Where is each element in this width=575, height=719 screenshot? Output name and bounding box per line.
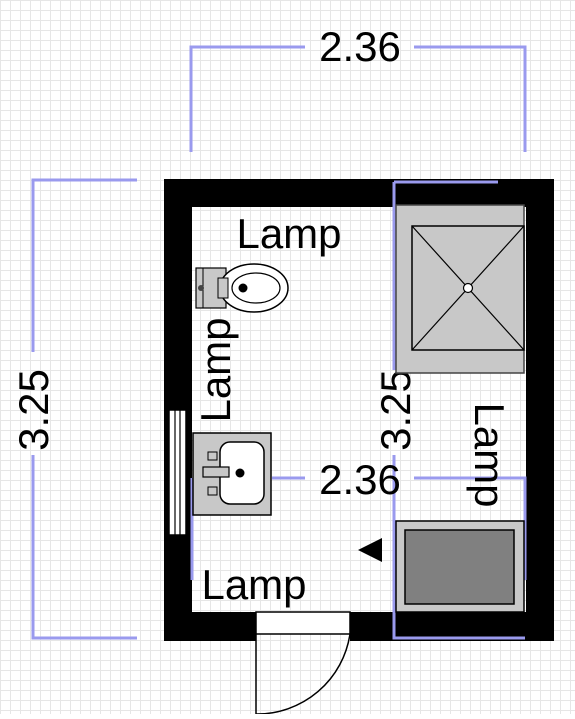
left-height-label: 3.25	[10, 369, 57, 451]
inner-horizontal-label: 2.36	[319, 456, 401, 503]
top-dimension: 2.36	[189, 23, 527, 152]
inner-dimensions: 3.25 2.36	[190, 180, 527, 640]
shower[interactable]	[395, 204, 525, 374]
lamp-label-right: Lamp	[466, 402, 513, 507]
shower-drain	[462, 282, 474, 294]
toilet-drain	[238, 283, 248, 293]
left-dimension: 3.25	[10, 178, 137, 640]
faucet	[202, 466, 230, 478]
sink-drain	[235, 468, 245, 478]
door[interactable]	[255, 611, 351, 715]
door-swing-arc	[255, 633, 351, 715]
top-width-label: 2.36	[319, 23, 401, 70]
sink[interactable]	[192, 432, 272, 516]
bottom-wall-left	[164, 612, 256, 641]
arrow-marker-icon	[358, 538, 382, 562]
toilet[interactable]	[195, 263, 289, 313]
window[interactable]	[168, 409, 187, 536]
top-wall	[164, 179, 554, 207]
inner-vertical-label: 3.25	[372, 369, 419, 451]
right-wall	[526, 179, 554, 641]
lamp-label-top: Lamp	[236, 210, 341, 257]
bottom-wall-right	[350, 612, 554, 641]
door-leaf	[255, 611, 351, 635]
lamp-label-bottom: Lamp	[201, 561, 306, 608]
lamp-label-left: Lamp	[192, 317, 239, 422]
bathtub[interactable]	[395, 520, 525, 613]
tub-basin	[404, 529, 515, 605]
